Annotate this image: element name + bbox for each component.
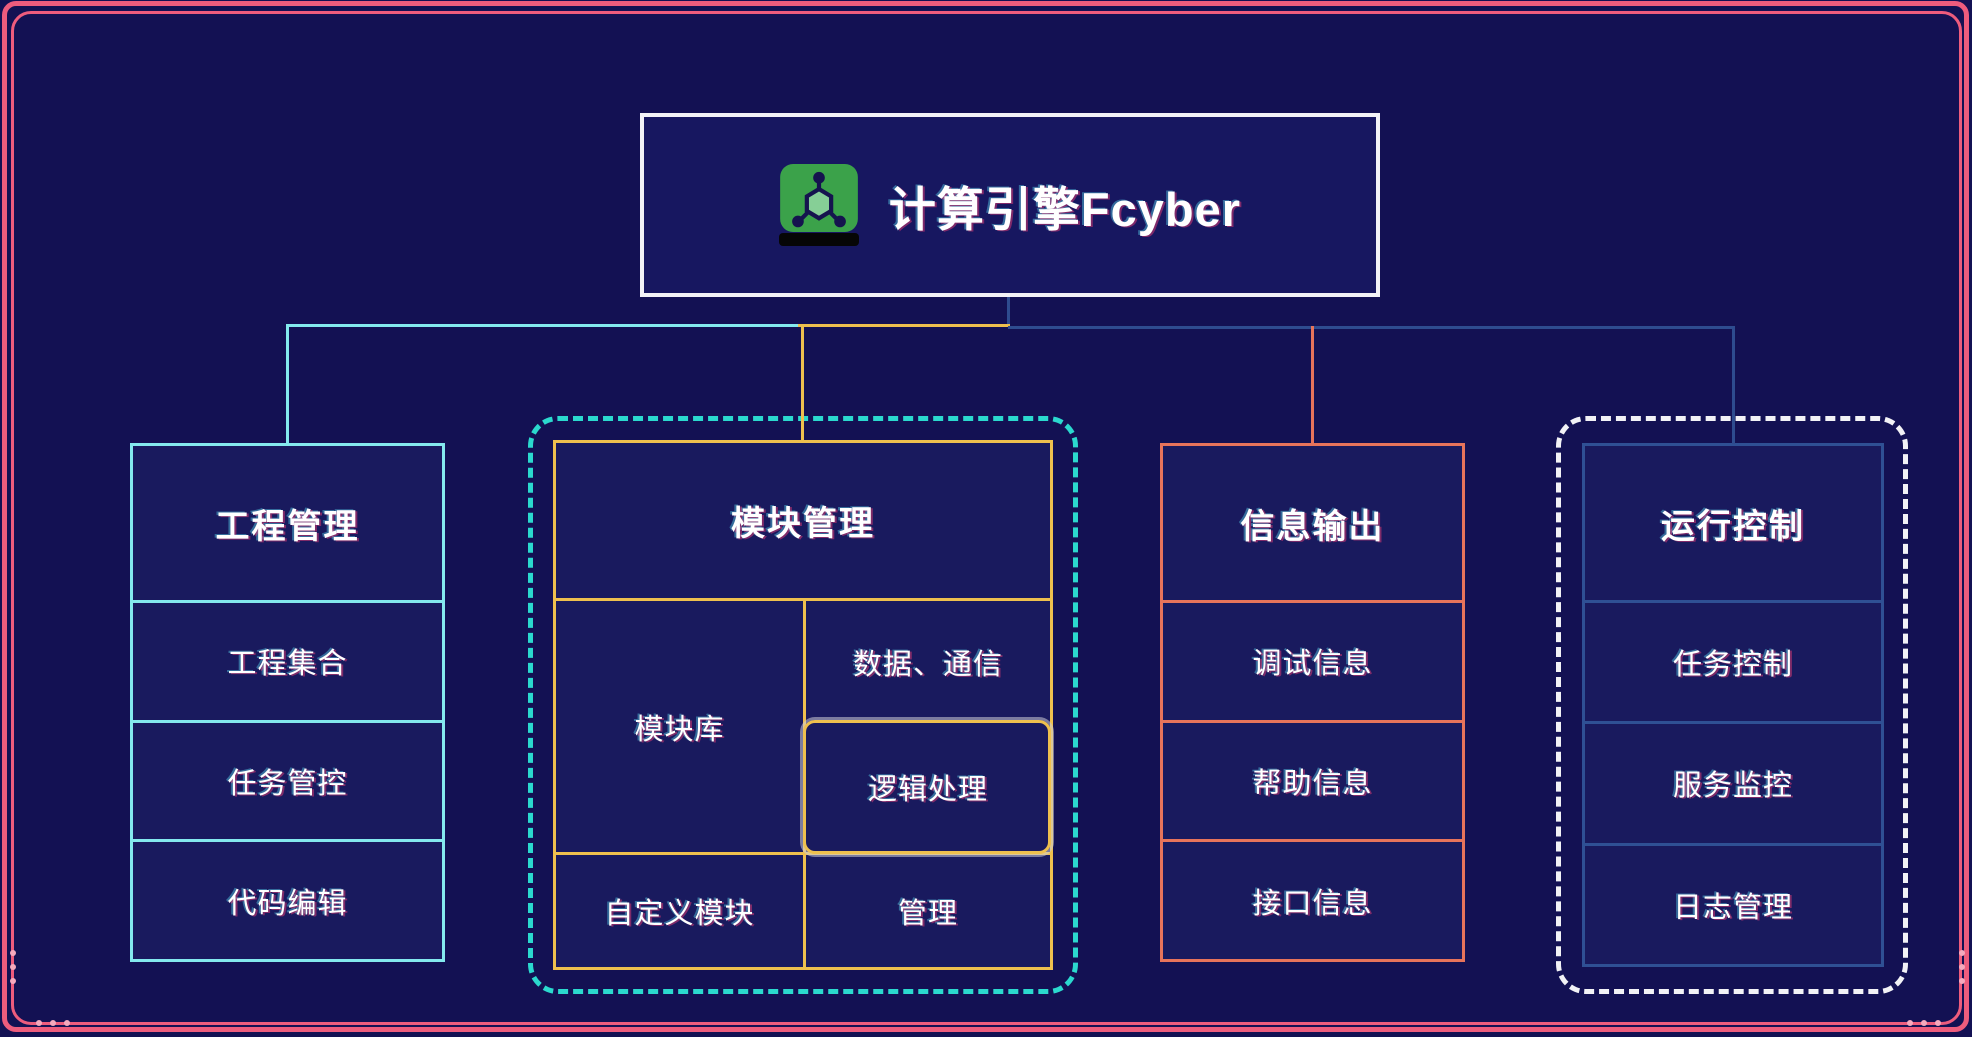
node-project-management[interactable]: 工程管理 xyxy=(215,507,360,546)
node-module-management[interactable]: 模块管理 xyxy=(731,505,875,543)
connector-bus-project xyxy=(287,324,800,327)
node-data-communication[interactable]: 数据、通信 xyxy=(803,598,1050,722)
connector-bus-right xyxy=(1008,326,1735,329)
node-code-editing[interactable]: 代码编辑 xyxy=(133,839,442,959)
node-module-manage[interactable]: 管理 xyxy=(803,852,1050,967)
module-column: 模块管理 模块库 数据、通信 逻辑处理 自定义模块 管理 xyxy=(553,440,1053,970)
project-column: 工程管理 工程集合 任务管控 代码编辑 xyxy=(130,443,445,962)
connector-bus-module xyxy=(798,324,1010,327)
connector-drop-info xyxy=(1311,326,1314,444)
node-project-collection[interactable]: 工程集合 xyxy=(133,600,442,720)
node-help-info[interactable]: 帮助信息 xyxy=(1163,719,1462,840)
connector-drop-project xyxy=(286,324,289,444)
connector-drop-module xyxy=(801,324,804,441)
root-node[interactable]: 计算引擎Fcyber xyxy=(640,113,1380,297)
node-run-control[interactable]: 运行控制 xyxy=(1661,507,1805,546)
node-logic-processing[interactable]: 逻辑处理 xyxy=(803,720,1051,854)
molecule-icon xyxy=(778,164,859,246)
connector-root-stub xyxy=(1007,297,1010,327)
node-service-monitor[interactable]: 服务监控 xyxy=(1585,721,1881,842)
node-custom-module[interactable]: 自定义模块 xyxy=(556,852,803,967)
icon-shadow-bar xyxy=(778,233,859,246)
root-node-label: 计算引擎Fcyber xyxy=(888,182,1242,236)
connector-drop-run xyxy=(1732,326,1735,444)
page-edge-strip xyxy=(1972,0,1976,1037)
node-task-management[interactable]: 任务管控 xyxy=(133,719,442,840)
node-interface-info[interactable]: 接口信息 xyxy=(1163,839,1462,959)
node-task-control[interactable]: 任务控制 xyxy=(1585,600,1881,721)
node-log-management[interactable]: 日志管理 xyxy=(1585,842,1881,964)
info-column: 信息输出 调试信息 帮助信息 接口信息 xyxy=(1160,443,1465,962)
run-column: 运行控制 任务控制 服务监控 日志管理 xyxy=(1582,443,1884,967)
node-module-library[interactable]: 模块库 xyxy=(556,598,803,852)
node-info-output[interactable]: 信息输出 xyxy=(1240,507,1385,546)
node-debug-info[interactable]: 调试信息 xyxy=(1163,600,1462,720)
